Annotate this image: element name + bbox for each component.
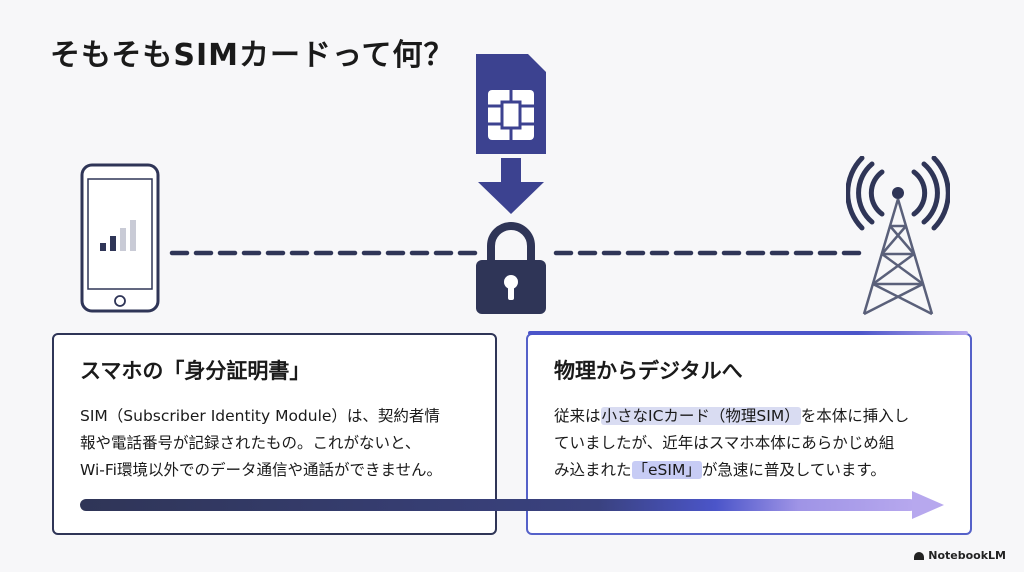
digital-text-1b: を本体に挿入し xyxy=(800,407,910,425)
digital-card-line-2: ていましたが、近年はスマホ本体にあらかじめ組 xyxy=(554,434,895,452)
digital-card-line-3: み込まれた「eSIM」が急速に普及しています。 xyxy=(554,457,954,484)
identity-card-heading: スマホの「身分証明書」 xyxy=(80,359,311,383)
connection-line-right xyxy=(553,250,869,256)
connection-line-left xyxy=(169,250,479,256)
transition-arrow xyxy=(80,491,944,519)
digital-card-line-1: 従来は小さなICカード（物理SIM）を本体に挿入し xyxy=(554,403,954,430)
digital-card-body: 従来は小さなICカード（物理SIM）を本体に挿入し ていましたが、近年はスマホ本… xyxy=(554,403,954,484)
padlock-icon xyxy=(476,222,546,314)
identity-card-line-3: Wi-Fi環境以外でのデータ通信や通話ができません。 xyxy=(80,461,443,479)
brand-name: NotebookLM xyxy=(928,549,1006,562)
sim-card-icon xyxy=(476,54,546,154)
identity-card-line-1: SIM（Subscriber Identity Module）は、契約者情 xyxy=(80,407,440,425)
arrow-down-icon xyxy=(478,158,544,214)
smartphone-icon xyxy=(80,163,160,313)
identity-card-body: SIM（Subscriber Identity Module）は、契約者情 報や… xyxy=(80,403,480,484)
physical-sim-highlight: 小さなICカード（物理SIM） xyxy=(600,407,801,425)
digital-card-top-accent xyxy=(528,331,968,335)
identity-card-line-2: 報や電話番号が記録されたもの。これがないと、 xyxy=(80,434,421,452)
digital-card-heading: 物理からデジタルへ xyxy=(554,359,743,383)
brand-logo: NotebookLM xyxy=(914,549,1006,562)
cell-tower-icon xyxy=(846,156,950,316)
digital-text-3b: が急速に普及しています。 xyxy=(701,461,886,479)
esim-highlight: 「eSIM」 xyxy=(631,461,702,479)
signal-bars-icon xyxy=(100,220,136,251)
digital-text-1a: 従来は xyxy=(554,407,601,425)
page-title: そもそもSIMカードって何？ xyxy=(50,38,455,73)
notebooklm-icon xyxy=(914,551,925,560)
digital-text-3a: み込まれた xyxy=(554,461,632,479)
